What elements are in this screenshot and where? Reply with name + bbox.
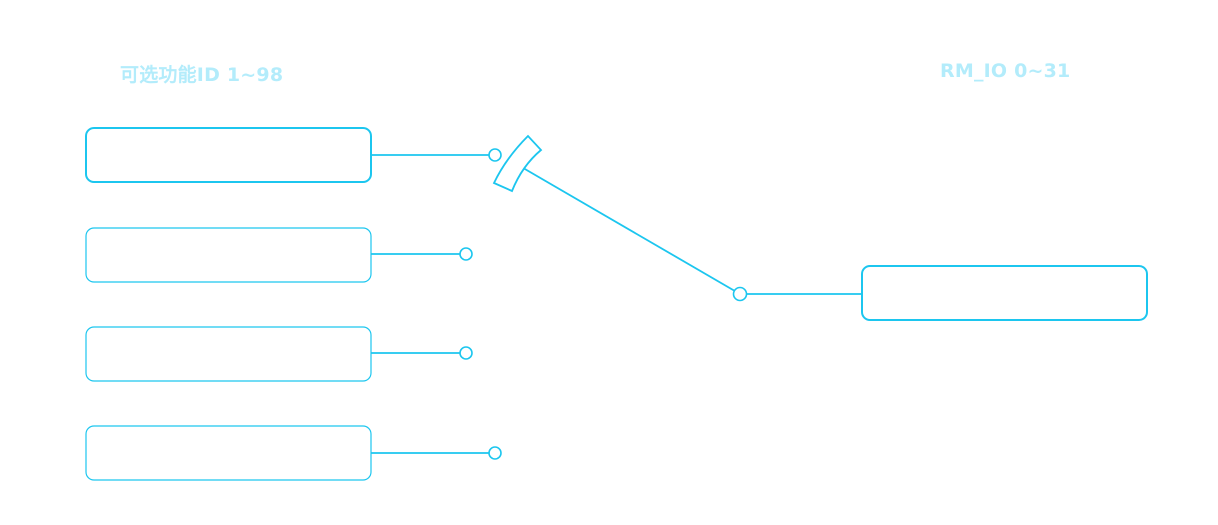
slot-terminal[interactable] (459, 346, 473, 360)
left-slot-4[interactable] (85, 425, 502, 481)
target-terminal[interactable] (732, 286, 748, 302)
slot-box[interactable] (85, 425, 372, 481)
target-box[interactable] (861, 265, 1148, 321)
right-target[interactable] (732, 265, 1148, 321)
left-slot-3[interactable] (85, 326, 473, 382)
left-slot-2[interactable] (85, 227, 473, 283)
switch-lever (517, 164, 741, 295)
slot-terminal[interactable] (488, 446, 502, 460)
slot-terminal[interactable] (459, 247, 473, 261)
slot-box[interactable] (85, 127, 372, 183)
switch-blade[interactable] (492, 134, 543, 193)
left-title: 可选功能ID 1~98 (120, 64, 284, 86)
slot-terminal[interactable] (488, 148, 502, 162)
slot-box[interactable] (85, 326, 372, 382)
right-title: RM_IO 0~31 (940, 60, 1071, 82)
left-slot-1[interactable] (85, 127, 502, 183)
slot-box[interactable] (85, 227, 372, 283)
